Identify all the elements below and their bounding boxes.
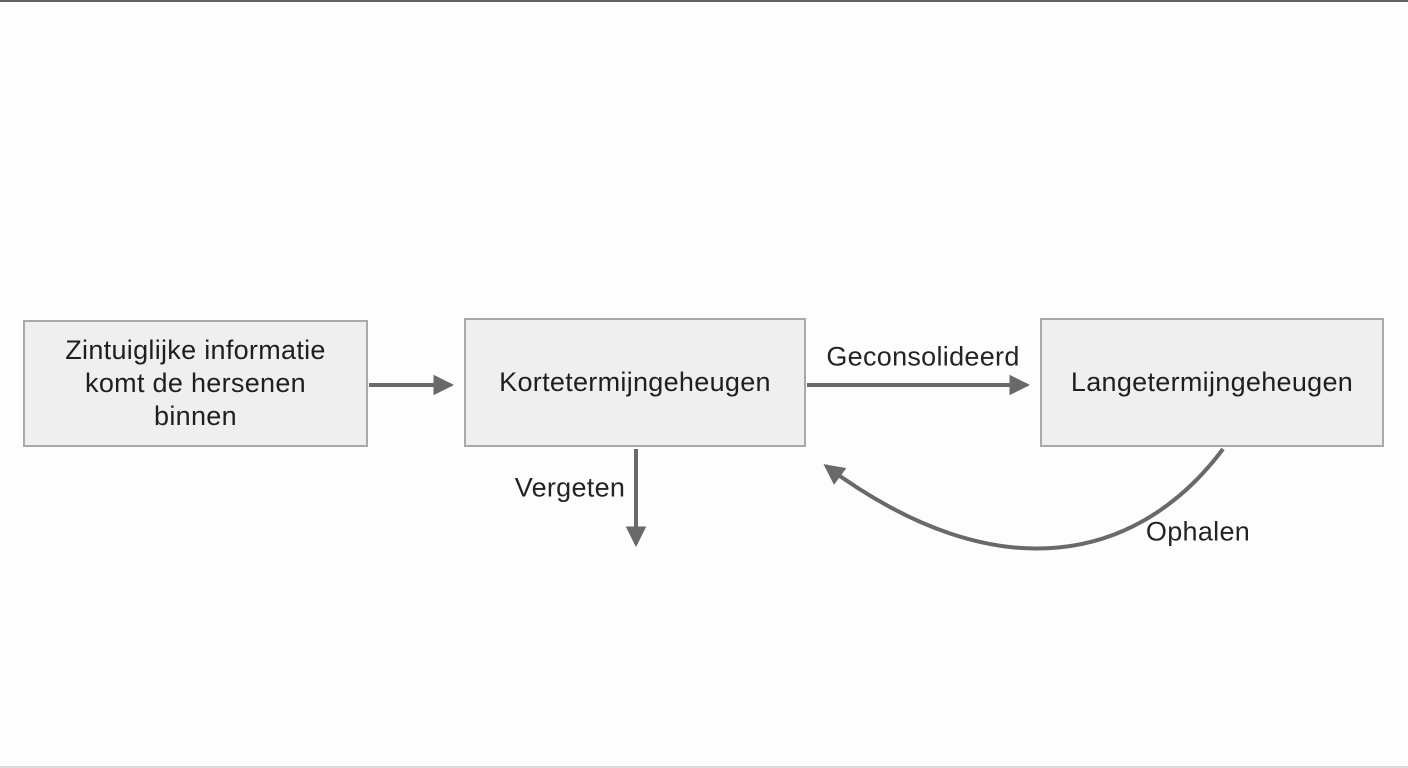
node-sensory-input-label-line3: binnen (154, 400, 237, 431)
node-sensory-input: Zintuiglijke informatie komt de hersenen… (23, 320, 368, 447)
node-long-term-memory-label: Langetermijngeheugen (1070, 367, 1354, 398)
edge-label-geconsolideerd: Geconsolideerd (826, 341, 1020, 372)
bottom-scan-artifact-line (0, 766, 1408, 768)
top-scan-artifact-line (0, 0, 1408, 2)
node-long-term-memory: Langetermijngeheugen (1040, 318, 1384, 447)
node-short-term-memory-label: Kortetermijngeheugen (499, 367, 771, 398)
node-short-term-memory: Kortetermijngeheugen (464, 318, 806, 447)
edge-label-ophalen: Ophalen (1145, 516, 1251, 547)
node-sensory-input-label-line1: Zintuiglijke informatie (65, 335, 326, 366)
node-sensory-input-label-line2: komt de hersenen (85, 368, 306, 399)
arrow-ophalen-curve (823, 447, 1225, 551)
edge-label-vergeten: Vergeten (514, 472, 626, 503)
